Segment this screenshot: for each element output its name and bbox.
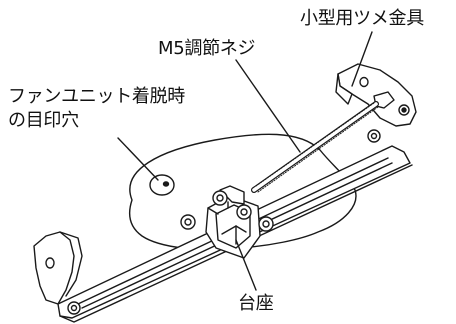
rail-screw-left xyxy=(67,301,81,315)
rail-screw-right xyxy=(367,129,381,143)
pedestal-screw-1 xyxy=(180,214,196,230)
small-claw-screw-inner xyxy=(401,107,407,113)
label-fan-mark-line2: の目印穴 xyxy=(8,110,79,131)
left-claw-fold xyxy=(59,231,83,297)
label-small-claw-bracket: 小型用ツメ金具 xyxy=(300,8,424,29)
left-claw xyxy=(33,231,75,305)
fan-mark-hole xyxy=(162,181,170,187)
left-claw-hole xyxy=(45,257,55,269)
leader-fan-mark xyxy=(117,137,159,181)
pedestal-screw-3 xyxy=(236,204,252,220)
label-base: 台座 xyxy=(238,293,274,314)
pedestal-screw-4 xyxy=(258,216,274,232)
adjust-screw xyxy=(251,101,379,193)
leader-bracket xyxy=(351,31,373,87)
pedestal-screw-2 xyxy=(212,190,228,206)
small-claw-hole xyxy=(359,76,369,88)
leader-screw xyxy=(235,59,301,153)
rail-edge-lower xyxy=(59,164,413,323)
label-m5-adjust-screw: M5調節ネジ xyxy=(158,38,256,59)
fan-mark-hole-rim xyxy=(149,174,175,196)
leader-base xyxy=(235,239,257,291)
label-fan-mark-line1: ファンユニット着脱時 xyxy=(8,86,185,107)
small-claw-bracket-side xyxy=(335,73,353,105)
